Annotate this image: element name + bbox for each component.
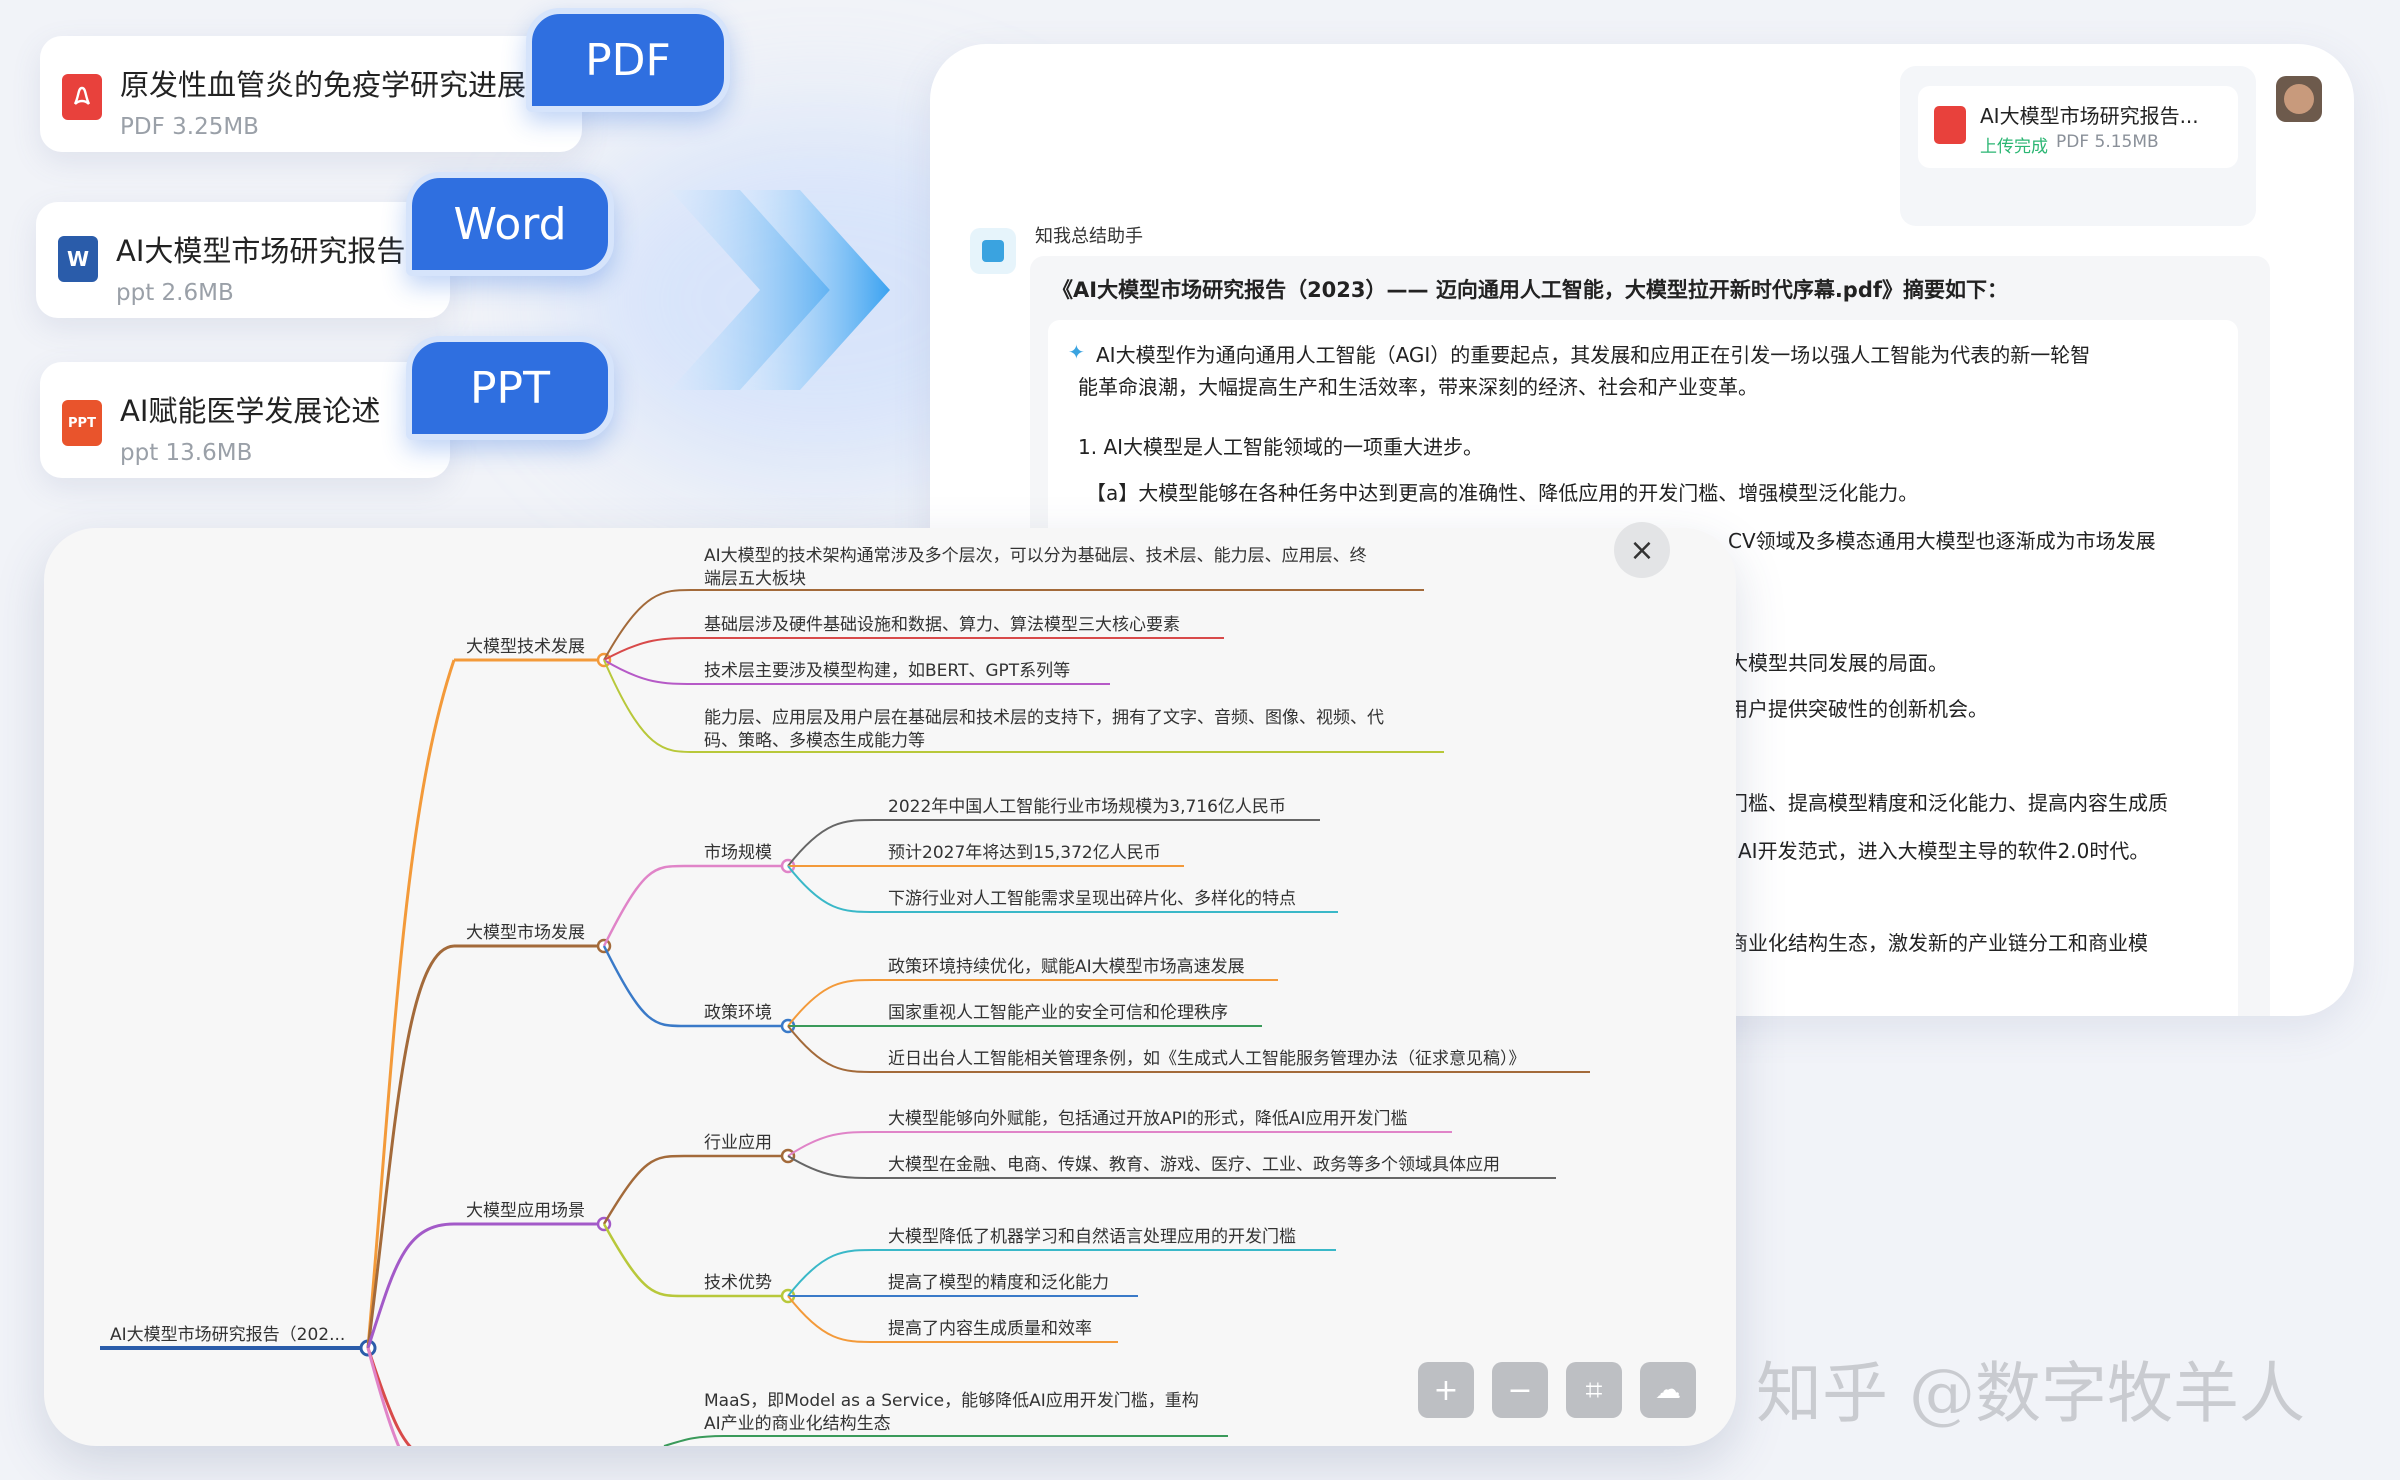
fit-screen-button[interactable]: ⌗ bbox=[1566, 1362, 1622, 1418]
close-mindmap-button[interactable]: × bbox=[1614, 522, 1670, 578]
mindmap-leaf: 提高了模型的精度和泛化能力 bbox=[888, 1273, 1109, 1293]
mindmap-leaf: 技术层主要涉及模型构建，如BERT、GPT系列等 bbox=[704, 661, 1070, 681]
user-avatar[interactable] bbox=[2276, 76, 2322, 122]
mindmap-leaf: 大模型降低了机器学习和自然语言处理应用的开发门槛 bbox=[888, 1227, 1296, 1247]
sub-branch-label: 行业应用 bbox=[704, 1133, 772, 1153]
zoom-out-button[interactable]: − bbox=[1492, 1362, 1548, 1418]
file-meta: PDF 3.25MB bbox=[120, 114, 259, 140]
mindmap-leaf: AI产业的商业化结构生态 bbox=[704, 1414, 891, 1434]
file-name: 原发性血管炎的免疫学研究进展 bbox=[120, 68, 527, 102]
uploaded-file-card[interactable]: AI大模型市场研究报告... 上传完成 PDF 5.15MB bbox=[1918, 86, 2238, 168]
summary-fragment: CV领域及多模态通用大模型也逐渐成为市场发展 bbox=[1728, 529, 2156, 553]
mindmap-leaf: 能力层、应用层及用户层在基础层和技术层的支持下，拥有了文字、音频、图像、视频、代 bbox=[704, 708, 1384, 728]
mindmap-leaf: 端层五大板块 bbox=[704, 569, 806, 589]
branch-label: 大模型市场发展 bbox=[466, 923, 585, 943]
mindmap-leaf: AI大模型的技术架构通常涉及多个层次，可以分为基础层、技术层、能力层、应用层、终 bbox=[704, 546, 1367, 566]
mindmap-panel[interactable]: AI大模型市场研究报告（202... 大模型技术发展 AI大模型的技术架构通常涉… bbox=[44, 528, 1736, 1446]
type-pill-word: Word bbox=[406, 172, 614, 276]
file-card-ppt[interactable]: PPT AI赋能医学发展论述 ppt 13.6MB bbox=[40, 362, 450, 478]
mindmap-leaf: 基础层涉及硬件基础设施和数据、算力、算法模型三大核心要素 bbox=[704, 615, 1180, 635]
chevron-arrows-icon bbox=[670, 190, 890, 390]
mindmap-leaf: 大模型在金融、电商、传媒、教育、游戏、医疗、工业、政务等多个领域具体应用 bbox=[888, 1155, 1500, 1175]
mindmap-leaf: MaaS，即Model as a Service，能够降低AI应用开发门槛，重构 bbox=[704, 1391, 1199, 1411]
word-icon: W bbox=[58, 236, 98, 282]
mindmap-leaf: 政策环境持续优化，赋能AI大模型市场高速发展 bbox=[888, 957, 1245, 977]
file-card-pdf[interactable]: 原发性血管炎的免疫学研究进展 PDF 3.25MB bbox=[40, 36, 582, 152]
file-name: AI大模型市场研究报告 bbox=[116, 234, 406, 268]
summary-fragment: AI开发范式，进入大模型主导的软件2.0时代。 bbox=[1738, 839, 2150, 863]
type-pill-pdf: PDF bbox=[526, 8, 730, 112]
file-meta: ppt 2.6MB bbox=[116, 280, 234, 306]
summary-intro: AI大模型作为通向通用人工智能（AGI）的重要起点，其发展和应用正在引发一场以强… bbox=[1096, 343, 2091, 367]
type-pill-ppt: PPT bbox=[406, 336, 614, 440]
mindmap-leaf: 大模型能够向外赋能，包括通过开放API的形式，降低AI应用开发门槛 bbox=[888, 1109, 1408, 1129]
mindmap-leaf: 国家重视人工智能产业的安全可信和伦理秩序 bbox=[888, 1003, 1228, 1023]
upload-status: 上传完成 bbox=[1980, 137, 2048, 157]
assistant-name: 知我总结助手 bbox=[1035, 226, 1143, 247]
mindmap-leaf: 提高了内容生成质量和效率 bbox=[888, 1319, 1092, 1339]
watermark: 知乎 @数字牧羊人 bbox=[1756, 1355, 2305, 1432]
zoom-in-button[interactable]: + bbox=[1418, 1362, 1474, 1418]
uploaded-file-name: AI大模型市场研究报告... bbox=[1980, 104, 2199, 128]
summary-fragment: 门槛、提高模型精度和泛化能力、提高内容生成质 bbox=[1728, 791, 2168, 815]
branch-label: 大模型应用场景 bbox=[466, 1201, 585, 1221]
sub-branch-label: 市场规模 bbox=[704, 843, 772, 863]
sub-branch-label: 技术优势 bbox=[704, 1273, 772, 1293]
pdf-icon bbox=[1934, 106, 1966, 144]
branch-label: 大模型技术发展 bbox=[466, 637, 585, 657]
sparkle-icon: ✦ bbox=[1068, 340, 1085, 364]
summary-fragment: 用户提供突破性的创新机会。 bbox=[1728, 697, 1988, 721]
upload-message: AI大模型市场研究报告... 上传完成 PDF 5.15MB bbox=[1900, 66, 2256, 226]
summary-fragment: 商业化结构生态，激发新的产业链分工和商业模 bbox=[1728, 931, 2148, 955]
download-button[interactable]: ☁ bbox=[1640, 1362, 1696, 1418]
summary-fragment: 大模型共同发展的局面。 bbox=[1728, 651, 1948, 675]
mindmap-leaf: 预计2027年将达到15,372亿人民币 bbox=[888, 843, 1161, 863]
uploaded-file-size: PDF 5.15MB bbox=[2056, 132, 2159, 152]
pdf-icon bbox=[62, 74, 102, 120]
mindmap-leaf: 2022年中国人工智能行业市场规模为3,716亿人民币 bbox=[888, 797, 1286, 817]
mindmap-leaf: 下游行业对人工智能需求呈现出碎片化、多样化的特点 bbox=[888, 889, 1296, 909]
ppt-icon: PPT bbox=[62, 400, 102, 446]
summary-subpoint: 【a】大模型能够在各种任务中达到更高的准确性、降低应用的开发门槛、增强模型泛化能… bbox=[1086, 481, 1919, 505]
mindmap-leaf: 近日出台人工智能相关管理条例，如《生成式人工智能服务管理办法（征求意见稿）》 bbox=[888, 1049, 1526, 1069]
mindmap-canvas[interactable]: AI大模型市场研究报告（202... 大模型技术发展 AI大模型的技术架构通常涉… bbox=[44, 528, 1736, 1446]
summary-intro-2: 能革命浪潮，大幅提高生产和生活效率，带来深刻的经济、社会和产业变革。 bbox=[1078, 375, 1758, 399]
summary-point: 1. AI大模型是人工智能领域的一项重大进步。 bbox=[1078, 435, 1484, 459]
file-card-word[interactable]: W AI大模型市场研究报告 ppt 2.6MB bbox=[36, 202, 450, 318]
root-node: AI大模型市场研究报告（202... bbox=[110, 1325, 345, 1345]
assistant-icon bbox=[970, 228, 1016, 274]
file-name: AI赋能医学发展论述 bbox=[120, 394, 381, 428]
summary-title: 《AI大模型市场研究报告（2023）—— 迈向通用人工智能，大模型拉开新时代序幕… bbox=[1052, 278, 2008, 302]
mindmap-leaf: 码、策略、多模态生成能力等 bbox=[704, 731, 925, 751]
sub-branch-label: 政策环境 bbox=[704, 1003, 772, 1023]
file-meta: ppt 13.6MB bbox=[120, 440, 253, 466]
